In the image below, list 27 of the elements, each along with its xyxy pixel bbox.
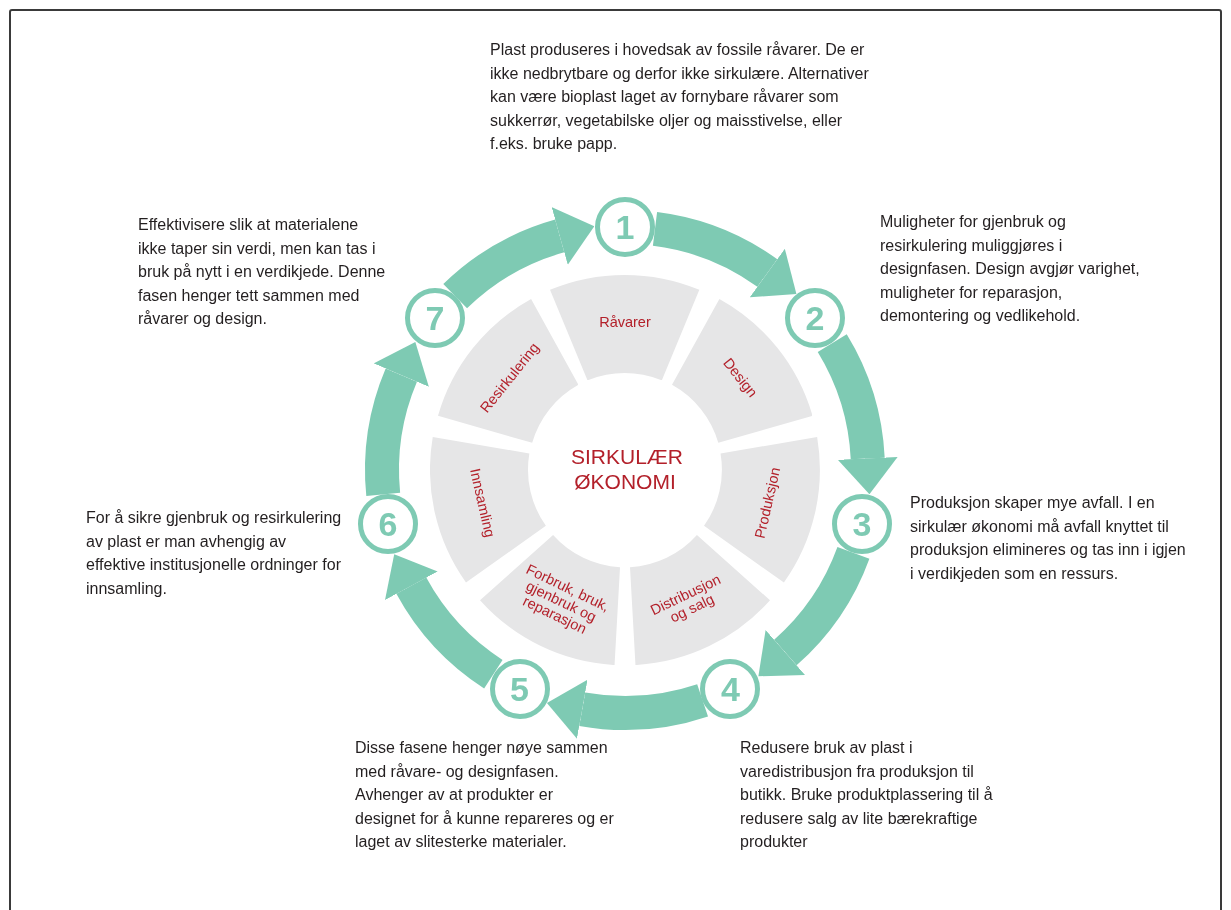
- arrow: [365, 341, 430, 496]
- description-text: Disse fasene henger nøye sammen med råvare- og designfasen. Avhenger av at produkter er designet for å kunne repareres og er laget av slitesterke materialer.: [355, 738, 615, 852]
- step-number-circle: [785, 288, 845, 349]
- description-text: Plast produseres i hovedsak av fossile råvarer. De er ikke nedbrytbare og derfor ikke sirkulære. Alternativer kan være bioplast laget av fornybare råvarer som sukkerrør, vegetabilske oljer og maisstivelse, eller f.eks. bruke papp.: [490, 40, 870, 154]
- arrow: [546, 679, 707, 739]
- arrow: [385, 555, 504, 688]
- arrow: [651, 212, 798, 299]
- step-number-circle: [595, 197, 655, 257]
- step-number: 3: [852, 507, 872, 542]
- arrow: [817, 335, 898, 495]
- arrow: [444, 207, 594, 310]
- step-number: 6: [378, 507, 398, 542]
- description-text: Redusere bruk av plast i varedistribusjon fra produksjon til butikk. Bruke produktplassering til å redusere salg av lite bærekraftige produkter: [740, 738, 994, 852]
- segment-label: Råvarer: [598, 315, 652, 331]
- segment-label: Innsamling: [465, 465, 499, 541]
- step-number: 4: [720, 671, 740, 706]
- step-number: 2: [805, 301, 825, 336]
- step-number: 5: [510, 671, 529, 706]
- arrow: [759, 546, 869, 678]
- description-text: Muligheter for gjenbruk og resirkulering muliggjøres i designfasen. Design avgjør varighet, muligheter for reparasjon, demontering og vedlikehold.: [880, 212, 1141, 326]
- description-text: Effektivisere slik at materialene ikke taper sin verdi, men kan tas i bruk på nytt i en verdikjede. Denne fasen henger tett sammen med råvarer og design.: [138, 215, 387, 329]
- step-number-circle: [405, 288, 465, 349]
- description-text: Produksjon skaper mye avfall. I en sirkulær økonomi må avfall knyttet til produksjon elimineres og tas inn i igjen i verdikjeden som en ressurs.: [910, 493, 1187, 584]
- step-number: 7: [425, 301, 445, 336]
- step-number: 1: [615, 210, 635, 244]
- ring-segment: [550, 275, 700, 381]
- description-text: For å sikre gjenbruk og resirkulering av plast er man avhengig av effektive institusjonelle ordninger for innsamling.: [86, 508, 343, 599]
